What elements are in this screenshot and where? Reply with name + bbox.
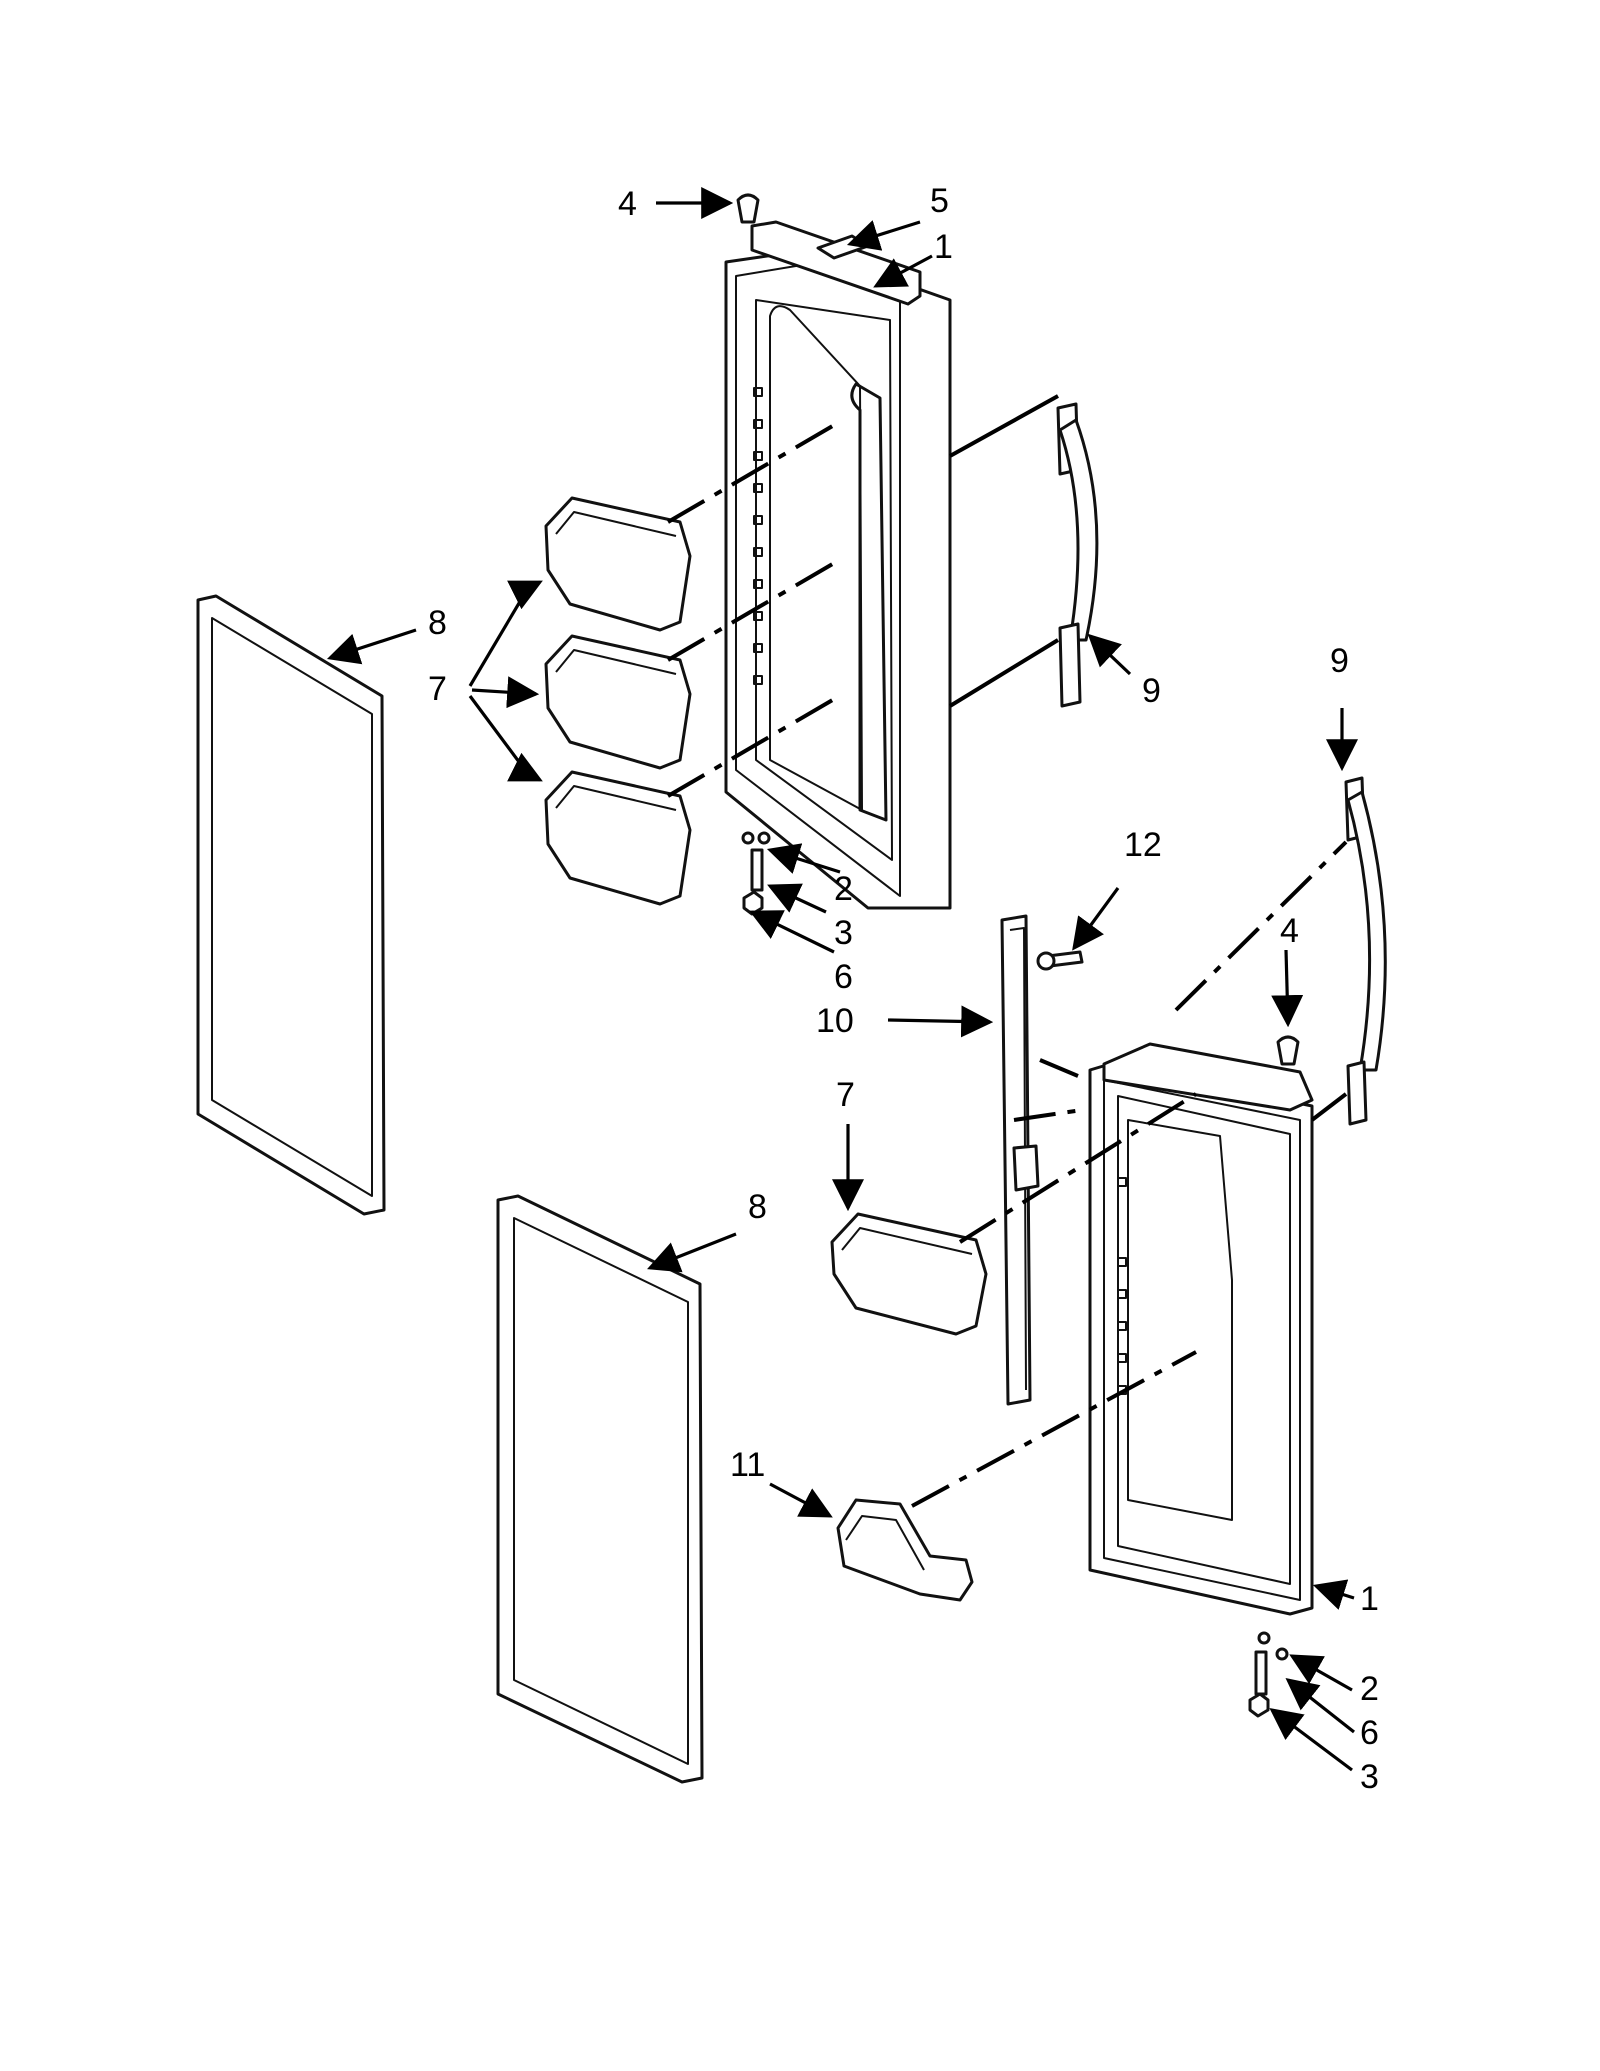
left-door-gasket	[196, 594, 386, 1216]
callout-hinge-pin-top: 4	[618, 185, 637, 223]
callout-left-bushing: 6	[834, 958, 853, 996]
right-door-bin	[830, 1212, 988, 1336]
right-hinge-pin	[1276, 1035, 1300, 1066]
left-door-assembly	[724, 220, 952, 910]
callout-left-bins: 7	[428, 670, 447, 708]
left-door-bin-bottom	[544, 770, 692, 906]
callout-right-handle: 9	[1330, 642, 1349, 680]
callout-top-door: 1	[934, 228, 953, 266]
mullion-screw	[1036, 950, 1084, 971]
right-door-gasket	[496, 1194, 704, 1784]
callout-right-bushing: 6	[1360, 1714, 1379, 1752]
hinge-pin	[736, 193, 760, 224]
left-door-bin-middle	[544, 634, 692, 770]
callout-mullion: 10	[816, 1002, 854, 1040]
callout-mullion-screw: 12	[1124, 826, 1162, 864]
right-door-handle	[1344, 776, 1387, 1126]
callout-right-bin: 7	[836, 1076, 855, 1114]
right-bottom-hinge-hardware	[1248, 1631, 1289, 1718]
callout-left-screw: 3	[834, 914, 853, 952]
callout-right-washer: 2	[1360, 1670, 1379, 1708]
callout-left-gasket: 8	[428, 604, 447, 642]
callout-hinge-cap: 5	[930, 182, 949, 220]
callout-numbers: 4 5 1 8 7 9 2 3 6 9 12 4 10 7 8 11 1 2 6…	[428, 182, 1379, 1796]
left-bottom-hinge-hardware	[741, 831, 771, 916]
callout-left-washer: 2	[834, 870, 853, 908]
mullion-assembly	[1000, 914, 1040, 1406]
callout-dairy-bin: 11	[730, 1446, 765, 1484]
dairy-bin	[836, 1498, 974, 1602]
callout-right-door: 1	[1360, 1580, 1379, 1618]
callout-right-gasket: 8	[748, 1188, 767, 1226]
assembly-guide-lines	[666, 394, 1348, 1508]
callout-leaders	[326, 187, 1358, 1772]
callout-right-hinge-pin: 4	[1280, 912, 1299, 950]
callout-left-handle: 9	[1142, 672, 1161, 710]
left-door-handle	[1056, 402, 1099, 708]
left-door-bin-top	[544, 496, 692, 632]
door-shelf-studs	[753, 387, 763, 685]
right-door-assembly	[1088, 1042, 1314, 1616]
callout-right-screw: 3	[1360, 1758, 1379, 1796]
